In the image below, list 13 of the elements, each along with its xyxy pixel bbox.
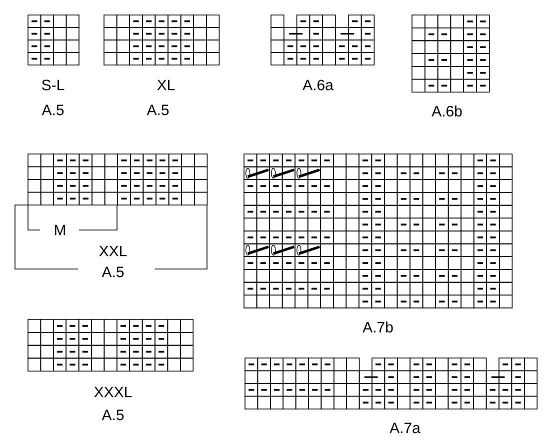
- chart-label: A.5: [42, 104, 64, 116]
- chart-label: A.5: [146, 104, 169, 116]
- chart-label: S-L: [42, 80, 64, 90]
- chart-label: A.5: [102, 410, 124, 420]
- chart-label: XXL: [99, 246, 127, 256]
- chart-label: A.5: [102, 266, 124, 278]
- chart-label: A.7a: [390, 422, 420, 434]
- chart-label: M: [54, 224, 66, 236]
- chart-label: A.7b: [362, 321, 393, 332]
- chart-label: A.6a: [302, 80, 334, 90]
- chart-label: XXXL: [94, 386, 132, 398]
- chart-label: A.6b: [432, 106, 462, 116]
- chart-label: XL: [157, 80, 175, 90]
